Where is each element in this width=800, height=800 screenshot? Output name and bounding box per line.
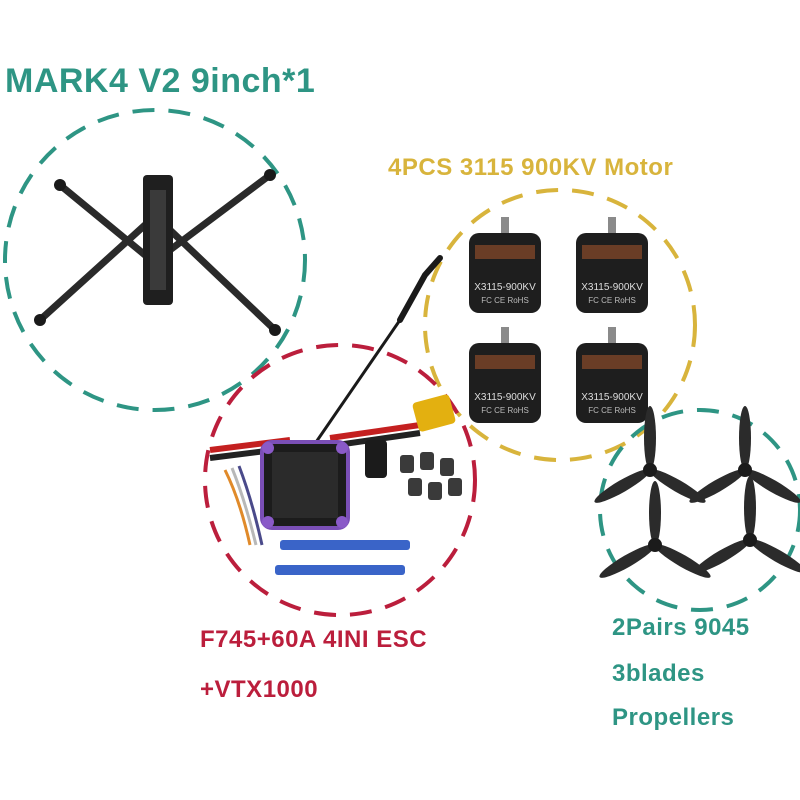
electronics-circle: [203, 343, 477, 617]
carbon-frame: [34, 169, 281, 336]
motors-circle: [423, 188, 697, 462]
fc-esc-stack: [209, 255, 462, 575]
motor-1: X3115-900KV FC CE RoHS: [469, 217, 541, 313]
propellers-title-line3: Propellers: [612, 704, 735, 731]
propellers: [591, 406, 800, 583]
svg-text:FC CE RoHS: FC CE RoHS: [481, 296, 529, 305]
motor-2: X3115-900KV FC CE RoHS: [576, 217, 648, 313]
electronics-title-line2: +VTX1000: [200, 676, 319, 703]
motor-3: X3115-900KV FC CE RoHS: [469, 327, 541, 423]
svg-text:X3115-900KV: X3115-900KV: [474, 392, 536, 403]
svg-text:X3115-900KV: X3115-900KV: [581, 392, 643, 403]
svg-text:X3115-900KV: X3115-900KV: [474, 282, 536, 293]
electronics-title-line1: F745+60A 4INI ESC: [200, 626, 428, 653]
motors-title: 4PCS 3115 900KV Motor: [388, 154, 674, 181]
propellers-title-line1: 2Pairs 9045: [612, 614, 750, 641]
svg-text:FC CE RoHS: FC CE RoHS: [588, 406, 636, 415]
frame-circle: [3, 108, 307, 412]
propellers-circle: [598, 408, 800, 612]
svg-text:FC CE RoHS: FC CE RoHS: [588, 296, 636, 305]
svg-text:X3115-900KV: X3115-900KV: [581, 282, 643, 293]
motor-4: X3115-900KV FC CE RoHS: [576, 327, 648, 423]
svg-text:FC CE RoHS: FC CE RoHS: [481, 406, 529, 415]
propellers-title-line2: 3blades: [612, 660, 705, 687]
frame-title: MARK4 V2 9inch*1: [5, 62, 316, 100]
